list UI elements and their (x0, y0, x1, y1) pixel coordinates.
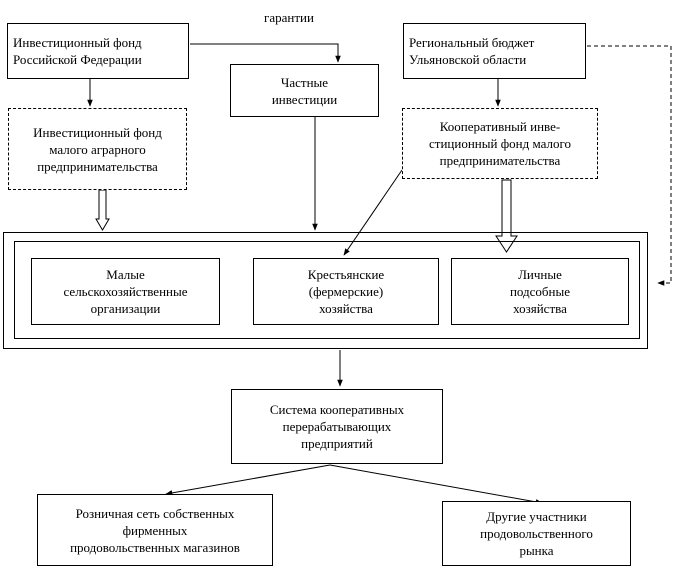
guarantees-label: гарантии (264, 10, 314, 25)
arrow-budget-to-producers-dashed (587, 45, 672, 286)
arrow-processing-to-retail (165, 464, 331, 496)
small-agrarian-fund-text: Инвестиционный фонд малого аграрного пре… (33, 124, 162, 174)
investment-fund-rf-box: Инвестиционный фонд Российской Федерации (7, 23, 189, 79)
private-investments-box: Частные инвестиции (230, 64, 379, 117)
arrow-coop-fund-to-peasant-farms (343, 169, 403, 256)
retail-network-box: Розничная сеть собственных фирменных про… (37, 494, 273, 566)
cooperative-fund-text: Кооперативный инве- стиционный фонд мало… (429, 119, 571, 168)
regional-budget-box: Региональный бюджет Ульяновской области (403, 23, 586, 79)
producers-inner-frame (14, 241, 640, 339)
personal-farms-text: Личные подсобные хозяйства (509, 267, 571, 316)
peasant-farms-text: Крестьянские (фермерские) хозяйства (307, 267, 385, 316)
personal-farms-box: Личные подсобные хозяйства (451, 258, 629, 325)
peasant-farms-box: Крестьянские (фермерские) хозяйства (253, 258, 439, 325)
investment-fund-rf-text: Инвестиционный фонд Российской Федерации (13, 35, 142, 67)
arrow-fund-rf-to-private (190, 43, 341, 63)
small-agri-orgs-text: Малые сельскохозяйственные организации (63, 267, 188, 316)
other-participants-box: Другие участники продовольственного рынк… (442, 501, 631, 566)
retail-network-text: Розничная сеть собственных фирменных про… (70, 505, 240, 555)
processing-system-box: Система кооперативных перерабатывающих п… (231, 389, 443, 464)
cooperative-fund-box: Кооперативный инве- стиционный фонд мало… (402, 108, 598, 179)
small-agrarian-fund-box: Инвестиционный фонд малого аграрного пре… (8, 108, 187, 190)
hollow-arrow-coop-fund (495, 179, 518, 253)
producers-outer-frame (3, 232, 648, 349)
small-agri-orgs-box: Малые сельскохозяйственные организации (31, 258, 220, 325)
arrow-processing-to-other (329, 464, 543, 505)
processing-system-text: Система кооперативных перерабатывающих п… (269, 402, 405, 451)
other-participants-text: Другие участники продовольственного рынк… (480, 509, 593, 558)
hollow-arrow-agrarian-fund (95, 189, 110, 231)
regional-budget-text: Региональный бюджет Ульяновской области (409, 35, 535, 67)
private-investments-text: Частные инвестиции (271, 74, 338, 107)
